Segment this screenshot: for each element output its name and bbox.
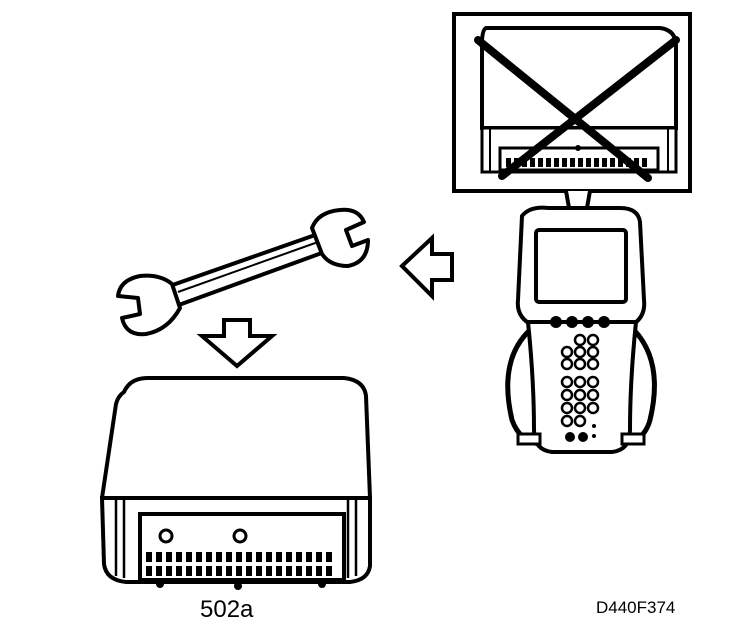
cross-stroke-1 <box>474 36 652 182</box>
scan-tool-keypad <box>560 333 600 428</box>
figure-code: D440F374 <box>596 598 676 617</box>
ecu-connector-pins <box>146 552 332 576</box>
scan-tool-function-keys <box>550 316 610 328</box>
part-label: 502a <box>200 596 254 623</box>
cross-stroke-2 <box>498 36 680 180</box>
ecu-module-icon <box>99 376 372 590</box>
arrow-down-icon <box>196 318 278 369</box>
scan-tool-screen <box>534 228 628 304</box>
crossed-ecu-icon <box>474 26 680 182</box>
wrench-icon <box>116 207 370 337</box>
arrow-left-icon <box>399 233 454 301</box>
scan-tool-icon <box>505 205 657 454</box>
